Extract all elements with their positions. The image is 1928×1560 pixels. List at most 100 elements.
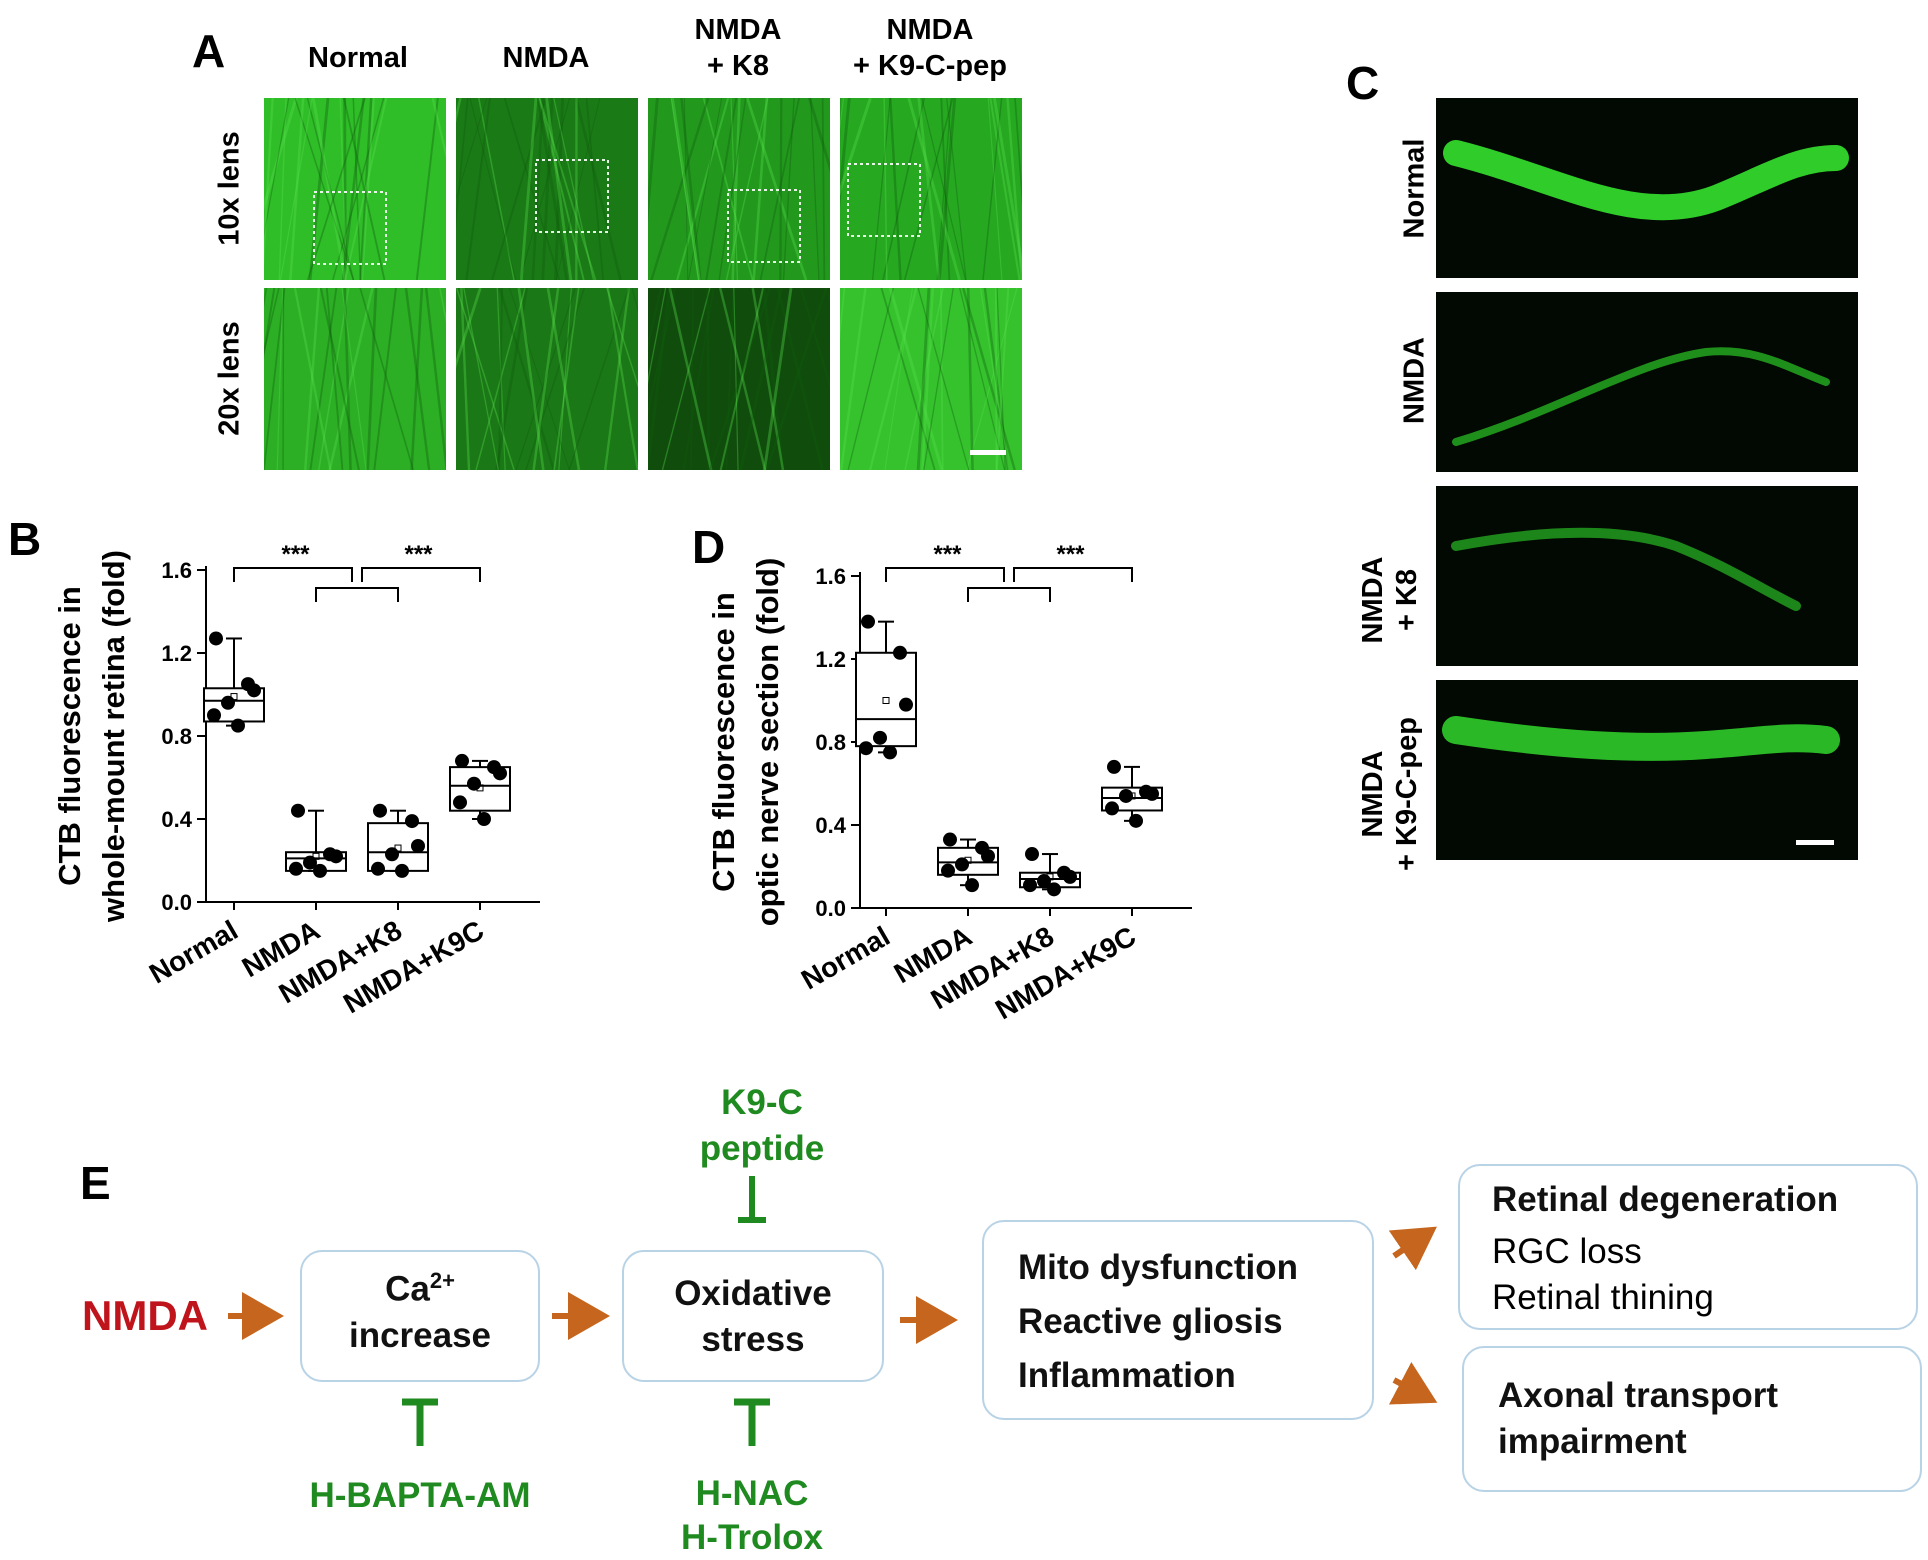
x-tick-label: Normal [144, 914, 243, 989]
data-point [411, 839, 425, 853]
data-point [1105, 801, 1119, 815]
inhibitor-k9c-label: K9-C peptide [652, 1080, 872, 1172]
mito-item-3: Inflammation [1018, 1356, 1236, 1396]
mito-box: Mito dysfunction Reactive gliosis Inflam… [982, 1220, 1374, 1420]
calcium-line2: increase [302, 1316, 538, 1356]
panel-a-col-label-nmda-k9c-text: NMDA + K9-C-pep [830, 12, 1030, 84]
micrograph-tile [840, 288, 1022, 470]
y-tick-label: 0.8 [161, 724, 192, 749]
sig-bracket-left [234, 568, 352, 582]
micrograph-tile [264, 98, 446, 280]
arrow-mito-to-axonal [1394, 1380, 1432, 1400]
data-point [493, 766, 507, 780]
retinal-item-1: RGC loss [1492, 1232, 1642, 1272]
data-point [1047, 882, 1061, 896]
data-point [371, 862, 385, 876]
oxidative-line2: stress [624, 1320, 882, 1360]
panel-a-col-label-nmda: NMDA [456, 40, 636, 76]
data-point [883, 745, 897, 759]
panel-c-row-label-nmda-k9c: NMDA + K9-C-pep [1350, 700, 1430, 880]
panel-c-row-label-nmda-k8-text: NMDA + K8 [1356, 530, 1424, 670]
y-tick-label: 0.8 [815, 730, 846, 755]
inhibitor-nac-mark [734, 1402, 770, 1446]
data-point [221, 696, 235, 710]
inhibitor-k9c-mark [738, 1176, 766, 1220]
oxidative-stress-box: Oxidative stress [622, 1250, 884, 1382]
data-point [861, 615, 875, 629]
data-point [329, 849, 343, 863]
y-tick-label: 1.2 [815, 647, 846, 672]
sig-bracket-group [316, 588, 398, 602]
data-point [313, 864, 327, 878]
data-point [941, 864, 955, 878]
arrow-mito-to-retinal [1394, 1230, 1432, 1256]
y-axis-label: whole-mount retina (fold) [96, 550, 131, 923]
x-tick-label: Normal [796, 920, 895, 995]
data-point [981, 849, 995, 863]
micrograph-tile [648, 288, 830, 470]
inhibitor-k9c-line2: peptide [652, 1126, 872, 1172]
micrograph-tile [456, 288, 638, 470]
panel-label-a: A [192, 24, 225, 78]
chart-b: CTB fluorescence in whole-mount retina (f… [0, 520, 560, 1040]
calcium-increase-box: Ca2+ increase [300, 1250, 540, 1382]
sig-label-left: *** [933, 541, 962, 568]
data-point [859, 741, 873, 755]
retinal-title: Retinal degeneration [1492, 1180, 1838, 1220]
micrograph-tile [456, 98, 638, 280]
data-point [291, 804, 305, 818]
inhibitor-nac-label: H-NAC H-Trolox [652, 1472, 852, 1560]
sig-label-right: *** [1056, 541, 1085, 568]
panel-a-row-label-20x: 20x lens [214, 319, 247, 439]
optic-nerve-tile [1436, 98, 1858, 278]
panel-a-col-label-nmda-k8-text: NMDA + K8 [648, 12, 828, 84]
sig-bracket-right [1014, 568, 1132, 582]
panel-a-col-label-nmda-k8: NMDA + K8 [648, 12, 828, 84]
panel-a-col-label-nmda-k9c: NMDA + K9-C-pep [830, 12, 1030, 84]
inhibitor-bapta-label: H-BAPTA-AM [270, 1476, 570, 1516]
axonal-transport-box: Axonal transport impairment [1462, 1346, 1922, 1492]
inhibitor-bapta-mark [402, 1402, 438, 1446]
data-point [385, 847, 399, 861]
panel-c-row-label-nmda-k8: NMDA + K8 [1350, 530, 1430, 660]
axonal-line1: Axonal transport [1498, 1376, 1778, 1416]
inhibitor-nac-line2: H-Trolox [652, 1516, 852, 1560]
sig-bracket-group [968, 588, 1050, 602]
y-axis-label: CTB fluorescence in [52, 586, 87, 886]
oxidative-line1: Oxidative [624, 1274, 882, 1314]
data-point [231, 719, 245, 733]
data-point [893, 646, 907, 660]
inhibitor-nac-line1: H-NAC [652, 1472, 852, 1516]
sig-bracket-right [362, 568, 480, 582]
data-point [405, 814, 419, 828]
sig-bracket-left [886, 568, 1004, 582]
data-point [455, 754, 469, 768]
panel-c-row-label-nmda: NMDA [1399, 296, 1432, 466]
y-tick-label: 0.0 [161, 890, 192, 915]
data-point [209, 631, 223, 645]
optic-nerve-tile [1436, 292, 1858, 472]
data-point [965, 878, 979, 892]
data-point [207, 708, 221, 722]
y-tick-label: 0.0 [815, 896, 846, 921]
mito-item-2: Reactive gliosis [1018, 1302, 1283, 1342]
data-point [395, 864, 409, 878]
data-point [247, 683, 261, 697]
optic-nerve-tile [1436, 486, 1858, 666]
mito-item-1: Mito dysfunction [1018, 1248, 1298, 1288]
data-point [899, 698, 913, 712]
calcium-sup: 2+ [430, 1268, 455, 1293]
data-point [1063, 870, 1077, 884]
data-point [477, 812, 491, 826]
data-point [1119, 789, 1133, 803]
sig-label-right: *** [404, 541, 433, 568]
retinal-degeneration-box: Retinal degeneration RGC loss Retinal th… [1458, 1164, 1918, 1330]
data-point [289, 862, 303, 876]
data-point [943, 833, 957, 847]
nmda-start-label: NMDA [82, 1292, 208, 1340]
y-tick-label: 1.6 [161, 558, 192, 583]
panel-a-col-label-normal: Normal [268, 40, 448, 76]
data-point [1145, 787, 1159, 801]
retinal-item-2: Retinal thining [1492, 1278, 1714, 1318]
